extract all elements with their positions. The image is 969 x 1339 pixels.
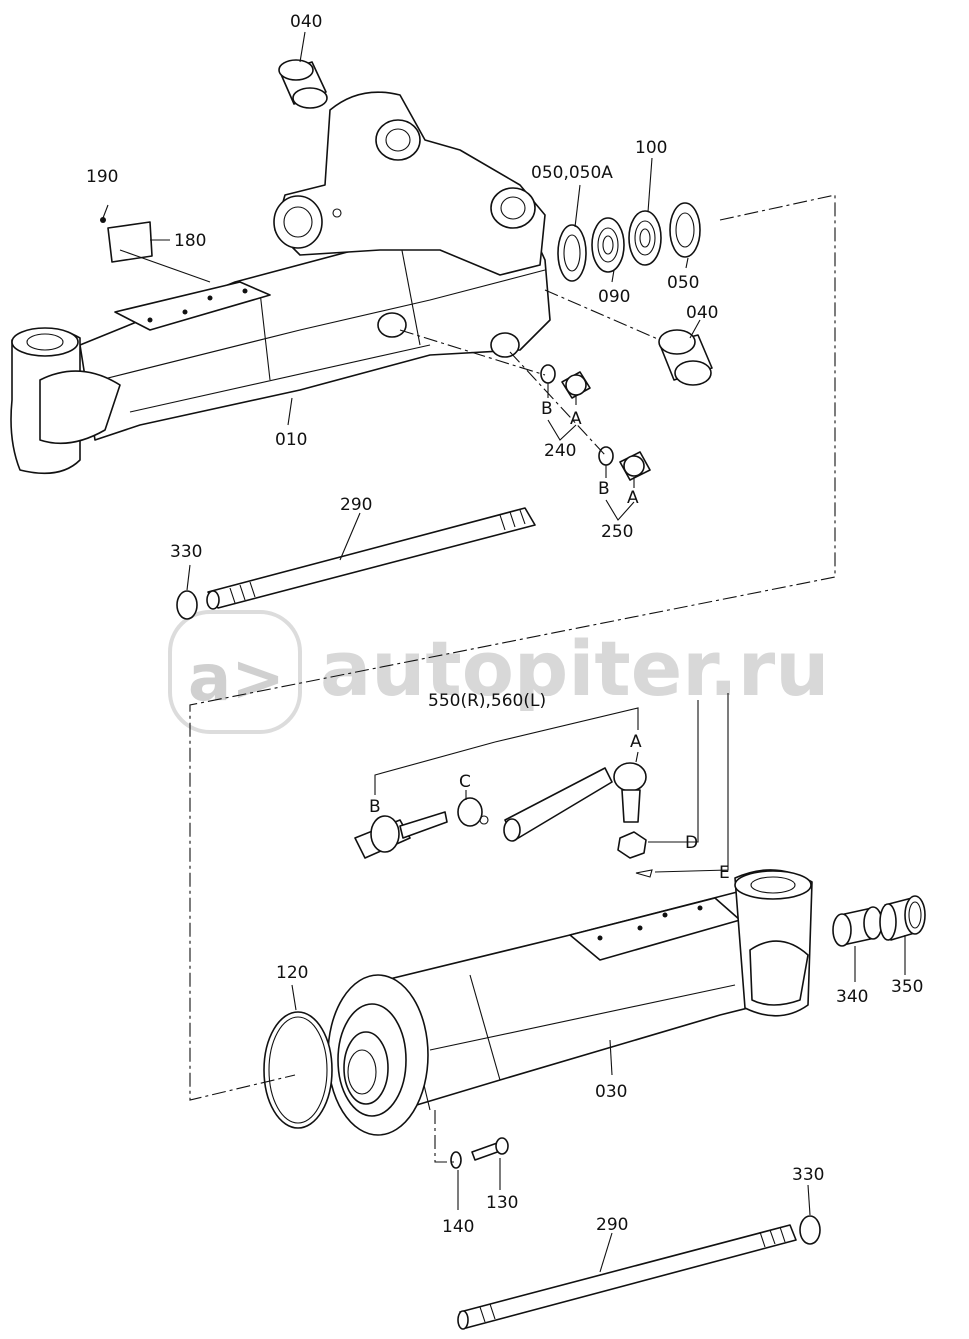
plate-180 bbox=[100, 204, 211, 283]
label-350: 350 bbox=[891, 977, 923, 997]
label-040-mid: 040 bbox=[686, 303, 718, 323]
label-tie-d: D bbox=[685, 833, 698, 853]
shim-050-050A bbox=[557, 224, 587, 282]
bushing-040-mid bbox=[658, 329, 713, 386]
label-050: 050 bbox=[667, 273, 699, 293]
label-330-bottom: 330 bbox=[792, 1165, 824, 1185]
label-100: 100 bbox=[635, 138, 667, 158]
svg-text:a>: a> bbox=[188, 642, 285, 716]
label-010: 010 bbox=[275, 430, 307, 450]
assembly-lines bbox=[189, 194, 836, 1163]
label-190: 190 bbox=[86, 167, 118, 187]
label-tie-a: A bbox=[630, 732, 642, 752]
label-290-bottom: 290 bbox=[596, 1215, 628, 1235]
bushing-040-top bbox=[278, 59, 328, 109]
watermark-text: autopiter.ru bbox=[320, 624, 829, 713]
axle-shaft-290-top bbox=[206, 507, 536, 610]
leader-lines bbox=[186, 31, 906, 1273]
plug-250 bbox=[598, 446, 651, 481]
shim-050 bbox=[669, 202, 701, 258]
watermark: a> autopiter.ru bbox=[168, 610, 829, 734]
label-550-560: 550(R),560(L) bbox=[428, 691, 546, 711]
bolt-130 bbox=[471, 1137, 509, 1161]
label-tie-c: C bbox=[459, 772, 471, 792]
bushing-340 bbox=[832, 906, 883, 947]
label-250: 250 bbox=[601, 522, 633, 542]
label-330-top: 330 bbox=[170, 542, 202, 562]
label-090: 090 bbox=[598, 287, 630, 307]
label-040-top: 040 bbox=[290, 12, 322, 32]
label-240-a: A bbox=[570, 409, 582, 429]
label-120: 120 bbox=[276, 963, 308, 983]
o-ring-120 bbox=[263, 1011, 333, 1129]
label-250-b: B bbox=[598, 479, 610, 499]
plug-240 bbox=[540, 364, 591, 399]
axle-housing-010 bbox=[10, 91, 551, 475]
bearing-090 bbox=[591, 217, 625, 273]
washer-140 bbox=[450, 1151, 462, 1169]
snap-ring-330-bottom bbox=[799, 1215, 821, 1245]
label-130: 130 bbox=[486, 1193, 518, 1213]
label-240-b: B bbox=[541, 399, 553, 419]
part-labels: 040 190 180 050,050A 100 090 050 040 010… bbox=[86, 12, 923, 1237]
bushing-350 bbox=[879, 895, 926, 941]
label-340: 340 bbox=[836, 987, 868, 1007]
label-140: 140 bbox=[442, 1217, 474, 1237]
axle-shaft-290-bottom bbox=[457, 1224, 797, 1330]
label-290-top: 290 bbox=[340, 495, 372, 515]
label-050-050A: 050,050A bbox=[531, 163, 613, 183]
snap-ring-330-top bbox=[176, 590, 198, 620]
label-250-a: A bbox=[627, 488, 639, 508]
label-240: 240 bbox=[544, 441, 576, 461]
label-030: 030 bbox=[595, 1082, 627, 1102]
axle-housing-030 bbox=[327, 869, 813, 1136]
bearing-100 bbox=[628, 210, 662, 266]
tie-rod-assembly bbox=[354, 762, 653, 878]
label-tie-b: B bbox=[369, 797, 381, 817]
label-180: 180 bbox=[174, 231, 206, 251]
label-tie-e: E bbox=[719, 863, 730, 883]
